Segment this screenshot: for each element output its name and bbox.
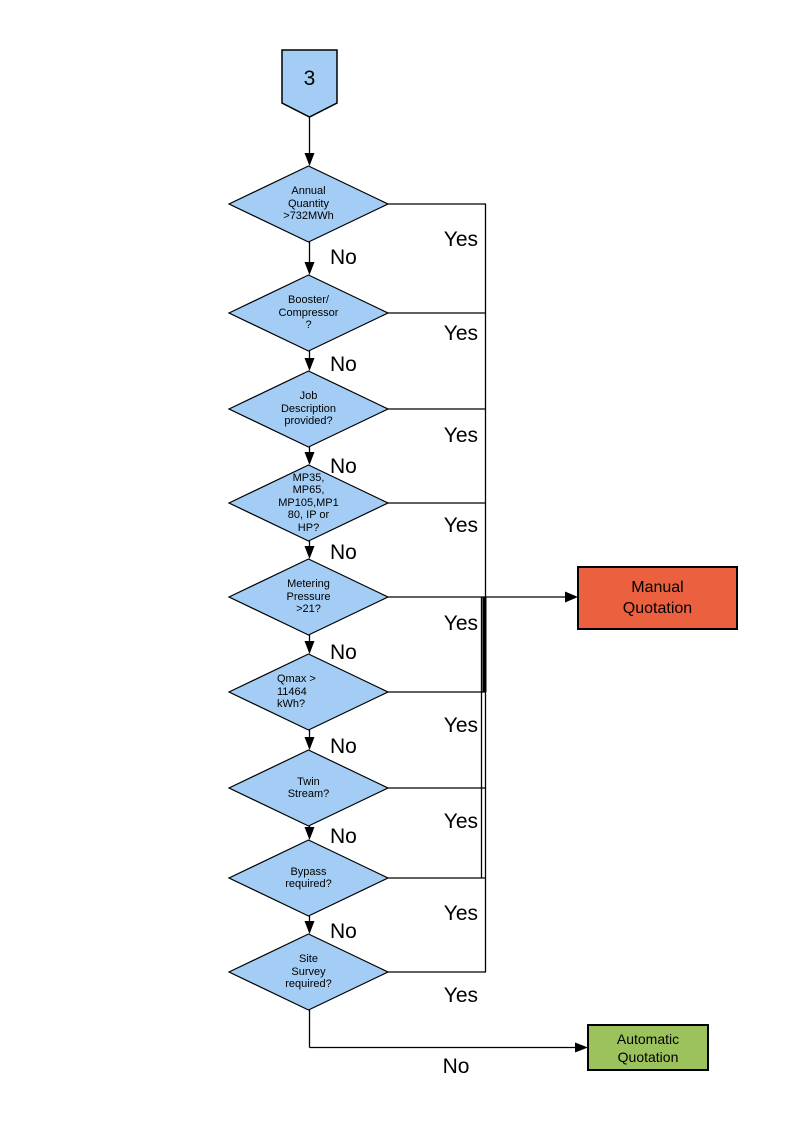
arrowhead-d6 [304,641,315,654]
no-label-1: No [330,246,357,269]
arrowhead-automatic [575,1042,588,1053]
arrowheads [304,153,588,1053]
yes-label-2: Yes [443,322,478,345]
no-label-final: No [442,1055,470,1078]
yes-label-9: Yes [443,984,478,1007]
no-label-4: No [330,541,357,564]
yes-label-4: Yes [443,514,478,537]
no-label-8: No [330,920,357,943]
arrowhead-manual [565,591,578,603]
decision-diamond-metering-pressure [227,558,390,636]
arrowhead-d3 [304,358,315,371]
automatic-quotation-label: Automatic Quotation [616,1030,680,1065]
decision-diamond-pressure-tier [227,464,390,542]
arrowhead-d5 [304,546,315,559]
yes-label-6: Yes [443,714,478,737]
arrowhead-d9 [304,921,315,934]
decision-label-pressure-tier: MP35, MP65, MP105,MP1 80, IP or HP? [278,471,339,534]
yes-label-5: Yes [443,612,478,635]
manual-quotation-box [577,566,738,630]
automatic-quotation-box [587,1024,709,1071]
decision-diamond-annual-quantity [227,165,390,243]
arrowhead-d4 [304,452,315,465]
no-label-7: No [330,825,357,848]
offpage-connector-shape [281,49,338,118]
no-label-6: No [330,735,357,758]
decision-diamond-booster-compressor [227,274,390,352]
decision-diamond-bypass [227,839,390,917]
arrowhead-d1 [304,153,315,166]
decision-label-job-description: Job Description provided? [280,390,337,428]
arrowhead-d8 [304,827,315,840]
no-label-5: No [330,641,357,664]
yes-label-8: Yes [443,902,478,925]
flow-connector-lines [308,117,576,1049]
decision-label-bypass: Bypass required? [285,865,332,891]
decision-diamond-site-survey [227,933,390,1011]
decision-label-site-survey: Site Survey required? [285,953,332,991]
arrowhead-d2 [304,262,315,275]
decision-diamond-job-description [227,370,390,448]
yes-label-1: Yes [443,228,478,251]
decision-label-booster-compressor: Booster/ Compressor ? [278,294,339,332]
no-label-3: No [330,455,357,478]
decision-label-annual-quantity: Annual Quantity >732MWh [283,185,334,223]
arrowhead-d7 [304,737,315,750]
decision-diamond-twin-stream [227,749,390,827]
offpage-connector-label: 3 [303,67,316,90]
no-label-2: No [330,353,357,376]
yes-label-7: Yes [443,810,478,833]
decision-diamonds [227,165,390,1011]
decision-label-metering-pressure: Metering Pressure >21? [286,578,331,616]
decision-label-twin-stream: Twin Stream? [287,775,330,801]
decision-label-qmax: Qmax > 11464 kWh? [277,673,316,711]
decision-diamond-qmax [227,653,390,731]
manual-quotation-label: Manual Quotation [622,579,693,617]
yes-label-3: Yes [443,424,478,447]
